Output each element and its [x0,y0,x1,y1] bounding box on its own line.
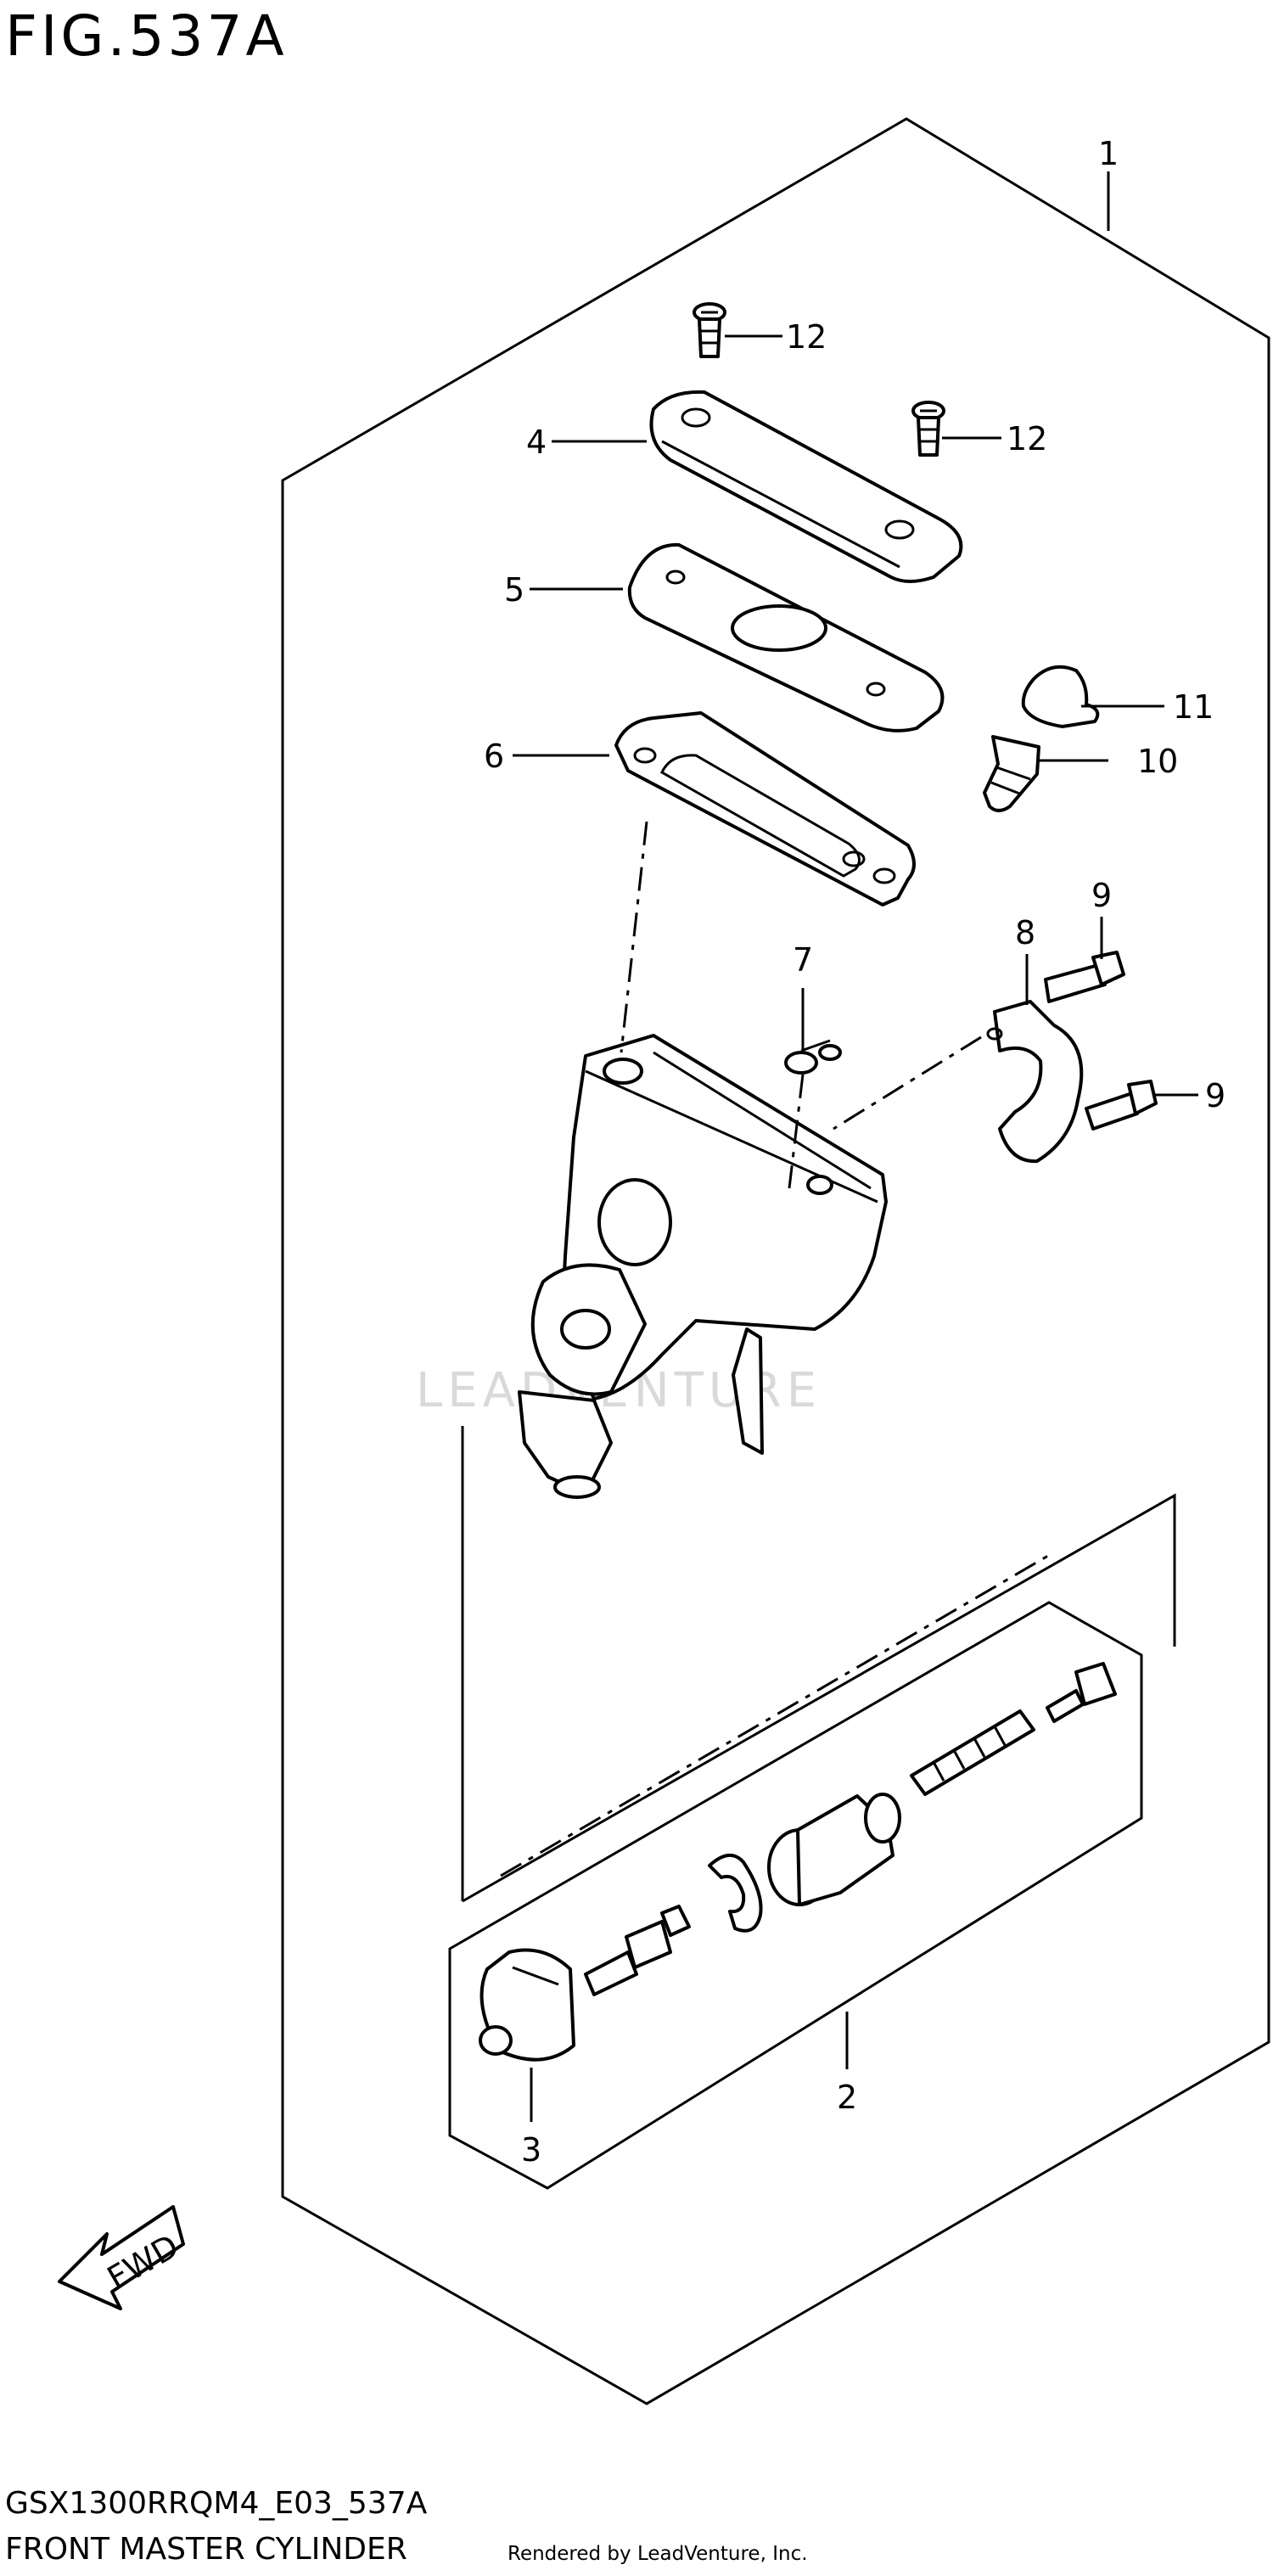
figure-title: FIG.537A [5,3,288,69]
screw-12-upper [693,302,726,358]
callout-8: 8 [1015,914,1035,951]
return-spring [910,1709,1035,1796]
piston-rod [584,1905,691,1996]
parts-diagram: LEADVENTURE [58,117,1270,2405]
fwd-arrow: FWD [58,2205,185,2310]
reservoir-cap [649,390,963,583]
diaphragm-plate [627,542,945,732]
small-seal-7 [784,1039,842,1075]
leader-kit [500,1552,1053,1877]
part-name: FRONT MASTER CYLINDER [5,2532,407,2567]
clamp-bolt-upper [1044,951,1125,1003]
callout-9b: 9 [1205,1077,1225,1114]
bleeder-cap [1021,665,1100,728]
screw-12-lower [911,401,945,457]
piston-kit-box [448,1601,1143,2190]
leader-clamp-body [833,1035,982,1131]
model-code: GSX1300RRQM4_E03_537A [5,2486,428,2521]
leader-gasket-body [620,821,648,1053]
leader-seal-body [788,1074,805,1189]
master-cylinder-body [518,1034,888,1499]
callout-11: 11 [1173,688,1214,726]
clamp-bolt-lower [1085,1080,1158,1131]
callout-1: 1 [1098,135,1119,172]
callout-12b: 12 [1007,420,1047,457]
callout-3: 3 [521,2131,541,2169]
handlebar-clamp [986,1000,1084,1164]
end-fitting [1046,1662,1117,1723]
primary-cup [479,1948,575,2062]
callout-6: 6 [484,738,504,775]
callout-4: 4 [526,424,547,461]
circlip [708,1854,763,1933]
callout-10: 10 [1137,743,1178,780]
callout-5: 5 [504,571,524,609]
render-credit: Rendered by LeadVenture, Inc. [508,2543,808,2565]
kit-back-outline [462,1493,1176,1903]
reservoir-gasket [614,711,916,906]
bleeder-valve [983,735,1040,812]
piston-secondary [767,1793,901,1906]
callout-12a: 12 [786,318,827,356]
assembly-outline [281,117,1270,2405]
callout-9a: 9 [1091,877,1112,914]
callout-7: 7 [793,941,813,979]
callout-2: 2 [837,2079,857,2116]
